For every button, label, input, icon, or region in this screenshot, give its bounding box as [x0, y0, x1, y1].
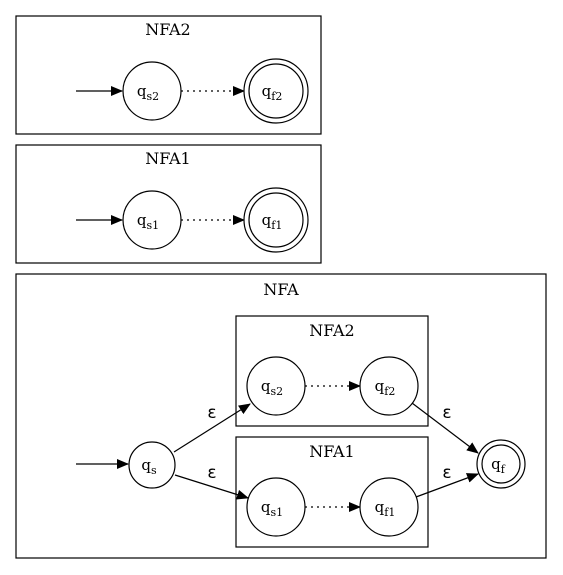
state-qf-label: qf — [491, 455, 506, 476]
eps-label-qf2-qf: ε — [442, 403, 451, 423]
cluster-outer-nfa: NFA NFA2 qs2 qf2 NFA1 qs1 qf1 qs ε ε qf … — [15, 273, 547, 559]
cluster-inner-nfa2-box — [235, 315, 429, 427]
cluster-top-nfa1-label: NFA1 — [145, 149, 190, 168]
cluster-top-nfa2-label: NFA2 — [145, 20, 190, 39]
state-top-qf2 — [248, 63, 304, 119]
state-inner-qf1-label: qf1 — [375, 498, 396, 519]
state-inner-qs2-label: qs2 — [261, 377, 283, 398]
cluster-outer-nfa-box — [15, 273, 547, 559]
cluster-top-nfa2-box — [15, 15, 322, 135]
edge-qf2-to-qf — [411, 402, 479, 454]
edge-qs-to-qs2 — [173, 403, 251, 453]
state-top-qs2-label: qs2 — [137, 82, 159, 103]
eps-label-qs-qs2: ε — [207, 403, 216, 423]
edge-qs-to-qs1 — [174, 474, 249, 500]
edge-qf1-to-qf — [415, 473, 479, 498]
state-top-qf1-label: qf1 — [262, 211, 283, 232]
cluster-top-nfa1: NFA1 qs1 qf1 — [15, 144, 322, 264]
state-top-qf1 — [248, 192, 304, 248]
state-qf — [481, 444, 521, 484]
cluster-outer-nfa-label: NFA — [263, 280, 299, 299]
cluster-top-nfa2: NFA2 qs2 qf2 — [15, 15, 322, 135]
state-inner-qf2 — [359, 356, 419, 416]
cluster-top-nfa1-box — [15, 144, 322, 264]
eps-label-qs-qs1: ε — [207, 463, 216, 483]
state-top-qf2-label: qf2 — [262, 82, 283, 103]
eps-label-qf1-qf: ε — [442, 463, 451, 483]
state-qs-label: qs — [141, 456, 157, 477]
state-inner-qf2-label: qf2 — [375, 377, 396, 398]
cluster-inner-nfa1-label: NFA1 — [309, 442, 354, 461]
state-top-qs1-label: qs1 — [137, 211, 159, 232]
state-inner-qs1-label: qs1 — [261, 498, 283, 519]
state-inner-qf1 — [359, 477, 419, 537]
state-qs — [128, 441, 176, 489]
cluster-inner-nfa2-label: NFA2 — [309, 321, 354, 340]
